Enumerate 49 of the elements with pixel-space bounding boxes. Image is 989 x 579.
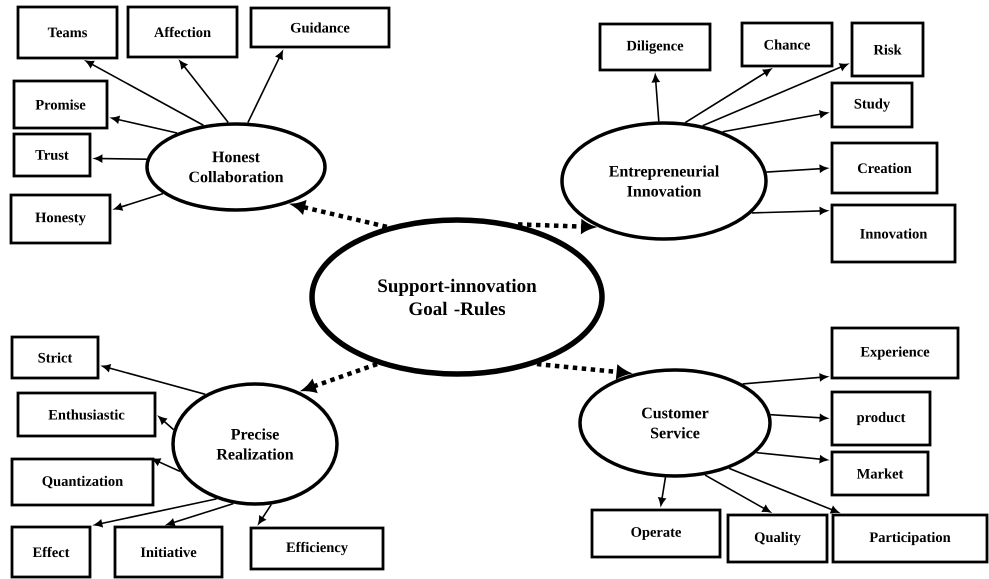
arrow: [766, 164, 828, 173]
arrow: [258, 504, 272, 524]
concept-box: Quantization: [10, 458, 154, 506]
arrow: [652, 74, 660, 122]
arrow: [102, 364, 206, 396]
arrow: [94, 154, 147, 162]
concept-box: Effect: [10, 526, 92, 578]
arrow: [111, 116, 178, 134]
arrow: [247, 51, 283, 123]
concept-box: Diligence: [598, 22, 712, 72]
arrow: [94, 498, 217, 528]
arrow: [166, 502, 234, 526]
concept-box: Honesty: [10, 194, 112, 244]
arrow: [158, 416, 174, 430]
concept-box: Market: [830, 450, 930, 496]
concept-box: Guidance: [250, 6, 390, 48]
arrow: [752, 207, 828, 215]
arrow: [704, 474, 771, 513]
concept-box: Initiative: [114, 526, 224, 578]
arrow: [728, 468, 839, 514]
concept-box: Risk: [850, 22, 924, 78]
arrow: [658, 477, 666, 506]
concept-box: Experience: [830, 326, 960, 380]
arrow: [742, 374, 828, 385]
arrow: [86, 60, 204, 126]
concept-box: Teams: [16, 6, 118, 60]
arrow: [756, 452, 828, 463]
arrow: [114, 192, 164, 211]
arrow: [179, 60, 229, 123]
arrow: [770, 414, 828, 422]
arrow: [152, 458, 180, 472]
concept-box: Strict: [10, 336, 100, 380]
concept-box: Affection: [126, 6, 238, 58]
concept-box: Participation: [832, 514, 988, 564]
arrow: [684, 68, 772, 124]
concept-box: Operate: [590, 508, 722, 558]
concept-box: Efficiency: [250, 526, 384, 570]
concept-box: Promise: [12, 80, 108, 130]
arrow: [722, 110, 828, 133]
concept-box: Quality: [726, 514, 828, 564]
arrow: [702, 63, 848, 126]
concept-box: Study: [830, 82, 914, 128]
concept-box: Trust: [12, 132, 92, 178]
concept-box: product: [830, 390, 932, 446]
arrow: [303, 362, 378, 392]
concept-box: Chance: [740, 22, 834, 68]
concept-box: Innovation: [830, 204, 956, 264]
concept-box: Enthusiastic: [16, 392, 156, 438]
concept-box: Creation: [830, 142, 938, 194]
